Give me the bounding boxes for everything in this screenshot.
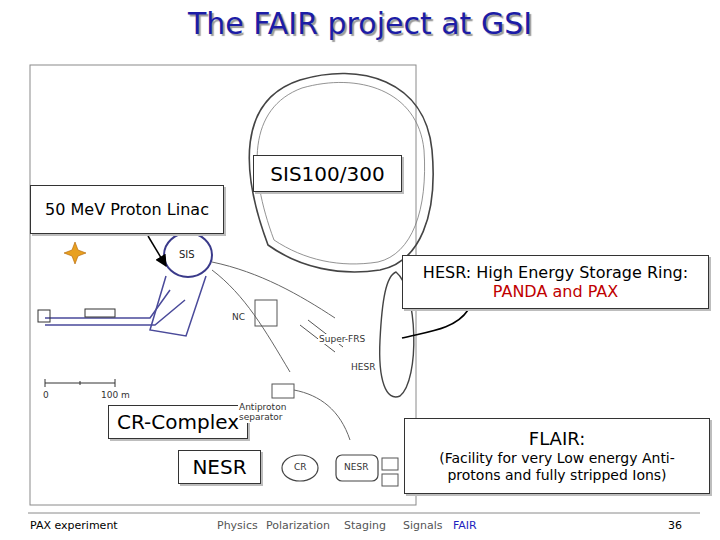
callout-box: FLAIR:(Facility for very Low energy Anti… [404, 418, 710, 494]
proton-linac-symbol [64, 242, 86, 264]
leader-arrow [148, 236, 166, 266]
map-label: SIS [179, 249, 195, 261]
linac-structure [85, 309, 115, 317]
ion-source [38, 310, 50, 322]
callout-box: NESR [178, 450, 261, 484]
map-frame [30, 65, 416, 505]
map-label: HESR [350, 362, 376, 372]
map-label: NESR [344, 462, 368, 472]
sis100-ring [249, 73, 433, 271]
cr-ring [282, 455, 318, 481]
map-label: NC [231, 312, 246, 322]
footer-rule [28, 513, 700, 514]
beamline [212, 262, 335, 372]
flair-building [382, 474, 398, 486]
nesr-ring [336, 455, 378, 481]
scale-label: 100 m [100, 390, 131, 400]
scale-label: 0 [42, 390, 50, 400]
flair-building [382, 458, 398, 470]
map-label: Antiproton separator [238, 402, 298, 423]
callout-box: 50 MeV Proton Linac [30, 185, 224, 234]
antiproton-separator [272, 384, 294, 398]
beamline [294, 390, 350, 440]
footer-text: PAX experiment [30, 520, 118, 533]
box-text: CR-Complex [117, 410, 239, 434]
callout-box: SIS100/300 [253, 155, 402, 192]
box-text: PANDA and PAX [411, 282, 700, 301]
callout-box: CR-Complex [108, 405, 248, 439]
transfer-line [150, 276, 206, 336]
box-text: (Facility for very Low energy Anti-proto… [413, 450, 701, 484]
footer-nav: Physics [217, 520, 258, 533]
map-label: Super-FRS [318, 334, 366, 344]
linac-beamline [45, 290, 185, 325]
box-text: SIS100/300 [262, 162, 393, 186]
slide-title: The FAIR project at GSI [0, 6, 720, 41]
nc-building [255, 300, 277, 326]
box-text: NESR [187, 455, 252, 479]
footer-nav: Signals [403, 520, 443, 533]
scale-bar [45, 379, 115, 387]
footer-nav: Polarization [266, 520, 330, 533]
box-text: FLAIR: [413, 428, 701, 450]
page-number: 36 [668, 520, 682, 533]
callout-box: HESR: High Energy Storage Ring:PANDA and… [402, 255, 709, 309]
map-label: CR [294, 462, 307, 472]
leader-line [402, 310, 468, 338]
footer-nav: FAIR [453, 520, 477, 533]
footer-nav: Staging [344, 520, 386, 533]
sis-ring [164, 233, 212, 277]
box-text: 50 MeV Proton Linac [39, 200, 215, 219]
box-text: HESR: High Energy Storage Ring: [411, 263, 700, 282]
